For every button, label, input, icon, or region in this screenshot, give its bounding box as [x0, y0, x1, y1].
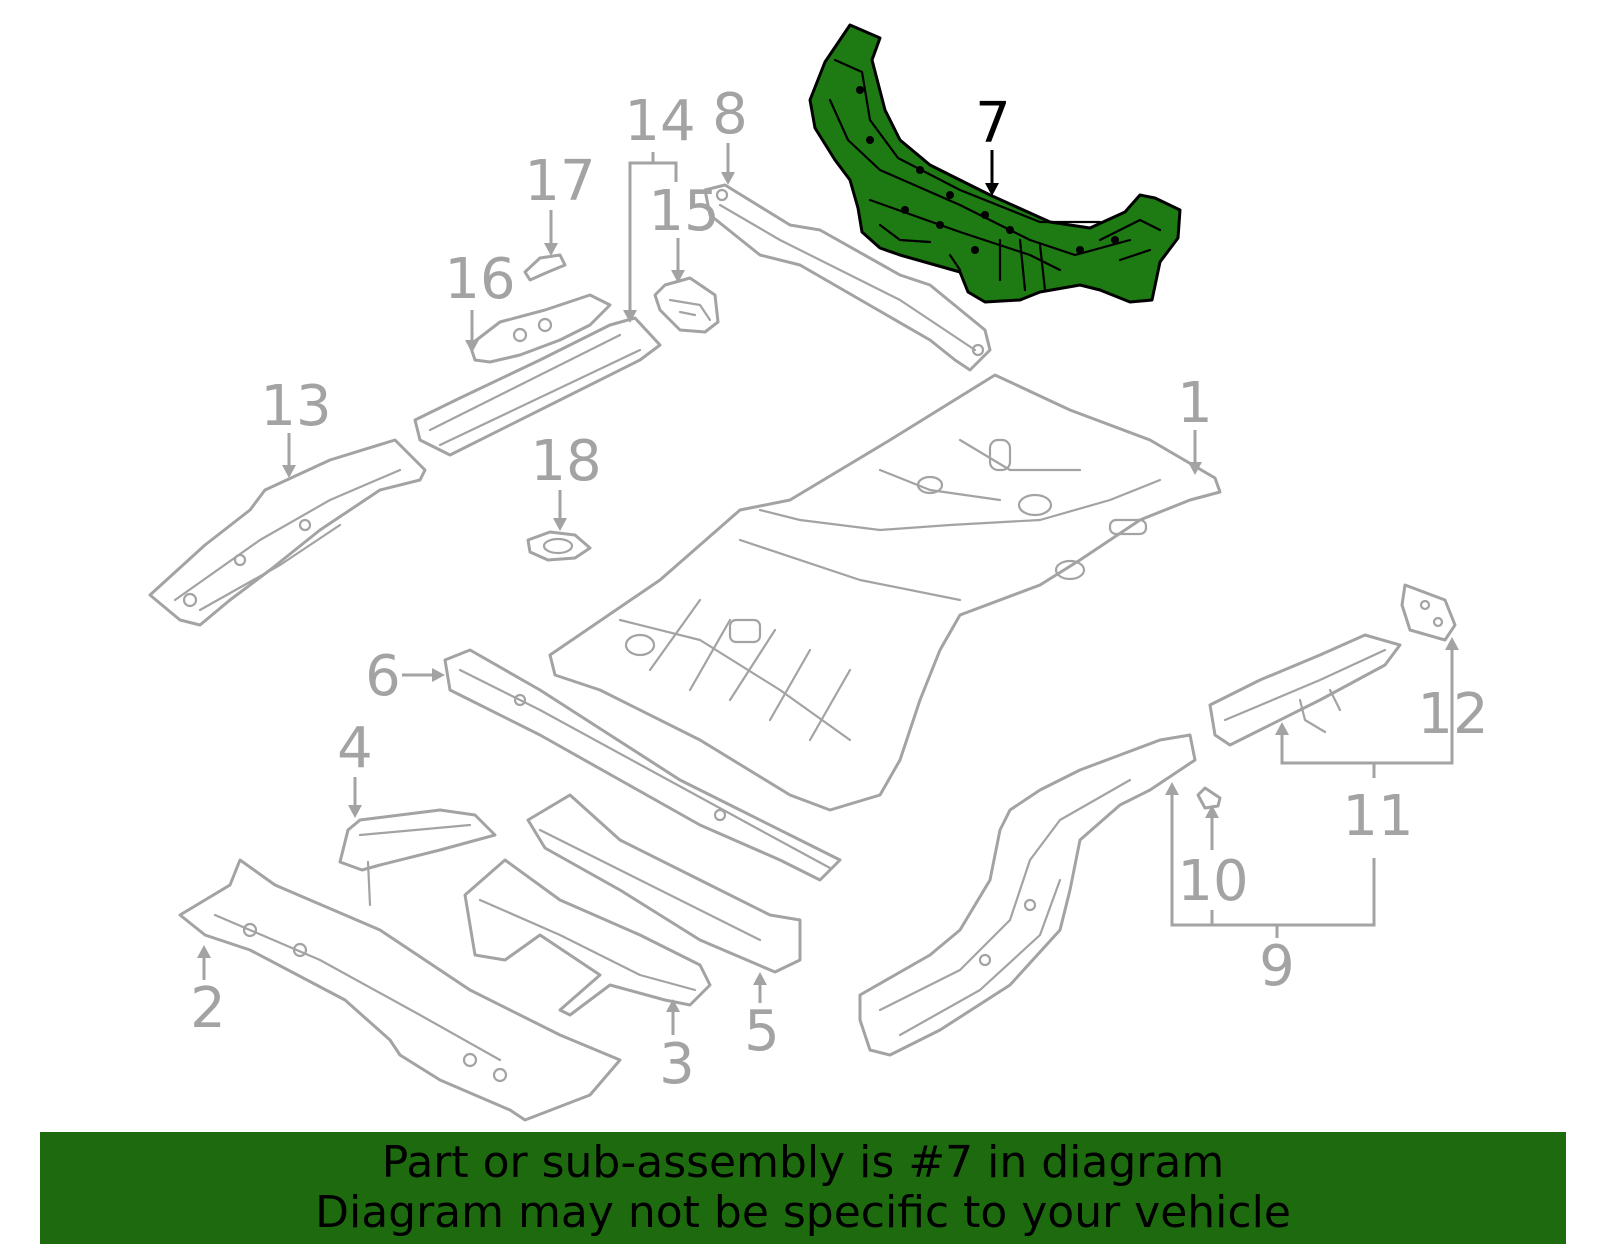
part-6-crossmember[interactable]: [443, 648, 842, 882]
callout-16: 16: [444, 247, 515, 312]
leader-17: [544, 210, 558, 256]
callout-13: 13: [260, 374, 331, 439]
part-8-crossmember[interactable]: [703, 183, 992, 372]
leader-6: [402, 668, 445, 682]
part-4-bracket[interactable]: [338, 808, 497, 907]
leader-4: [348, 777, 362, 818]
callout-9: 9: [1259, 934, 1295, 999]
part-10-clip[interactable]: [1196, 786, 1222, 810]
banner-line-2: Diagram may not be specific to your vehi…: [315, 1187, 1291, 1238]
part-17-clip[interactable]: [523, 253, 567, 282]
part-3-rail-assembly[interactable]: [463, 858, 712, 1017]
callout-7: 7: [975, 91, 1011, 156]
part-16-reinforcement[interactable]: [468, 293, 612, 364]
callout-11: 11: [1342, 784, 1413, 849]
part-14-rail[interactable]: [413, 316, 662, 457]
callout-8: 8: [712, 82, 748, 147]
part-1-floor-pan[interactable]: [548, 373, 1222, 812]
callout-12: 12: [1417, 682, 1488, 747]
callout-6: 6: [365, 644, 401, 709]
part-9-side-rail[interactable]: [858, 733, 1197, 1057]
part-7-rear-panel[interactable]: [808, 23, 1182, 304]
leader-14-bracket: [623, 152, 678, 323]
leader-13: [282, 433, 296, 478]
banner-line-1: Part or sub-assembly is #7 in diagram: [381, 1137, 1225, 1188]
part-13-side-member[interactable]: [148, 438, 427, 627]
callout-5: 5: [744, 999, 780, 1064]
leader-7: [985, 150, 999, 196]
callout-4: 4: [337, 716, 373, 781]
callout-3: 3: [659, 1032, 695, 1097]
callout-1: 1: [1177, 371, 1213, 436]
leader-16: [465, 310, 479, 353]
leader-1: [1188, 430, 1202, 475]
leader-18: [553, 490, 567, 531]
leader-9-bracket: [1165, 782, 1376, 938]
callout-10: 10: [1177, 849, 1248, 914]
callout-18: 18: [530, 429, 601, 494]
leader-15: [671, 238, 685, 283]
callout-2: 2: [190, 976, 226, 1041]
leader-11-bracket: [1275, 637, 1459, 778]
callout-17: 17: [524, 149, 595, 214]
callout-14: 14: [624, 89, 695, 154]
leader-3: [666, 999, 680, 1035]
leader-2: [197, 945, 211, 980]
leader-8: [721, 143, 735, 185]
part-12-bracket[interactable]: [1400, 583, 1457, 642]
part-5-rail[interactable]: [526, 793, 802, 974]
part-15-bracket[interactable]: [653, 276, 720, 334]
part-2-front-floor[interactable]: [178, 858, 622, 1122]
info-banner: Part or sub-assembly is #7 in diagram Di…: [40, 1132, 1566, 1244]
part-18-grommet[interactable]: [526, 530, 592, 562]
callout-15: 15: [648, 179, 719, 244]
leader-10: [1205, 805, 1219, 850]
part-11-extension[interactable]: [1208, 633, 1402, 747]
leader-5: [753, 972, 767, 1003]
